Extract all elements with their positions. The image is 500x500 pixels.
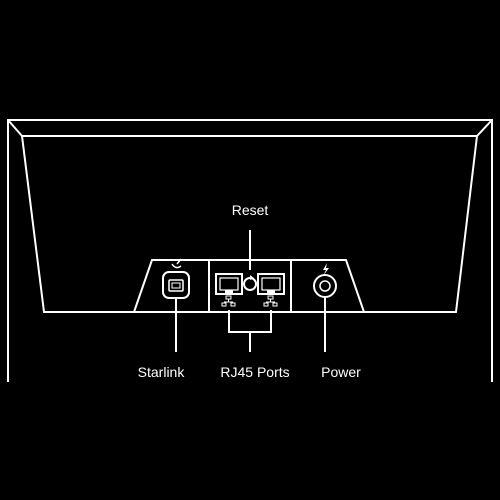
rj45-port-left	[215, 273, 243, 295]
reset-label: Reset	[232, 202, 269, 218]
device-outer-outline	[7, 119, 493, 382]
bevel-line-left	[7, 119, 23, 137]
network-icon-left	[221, 295, 236, 307]
power-label: Power	[321, 364, 361, 380]
rj45-port-right	[257, 273, 285, 295]
rj45-callout-bracket	[228, 310, 272, 352]
starlink-port	[162, 271, 190, 299]
bevel-line-right	[476, 119, 493, 137]
network-icon-right	[263, 295, 278, 307]
starlink-label: Starlink	[138, 364, 186, 380]
reset-button-icon	[243, 275, 257, 291]
power-port	[313, 274, 337, 298]
device-inner-outline	[20, 135, 479, 313]
satellite-icon	[171, 258, 182, 269]
rj45-ports-label: RJ45 Ports	[220, 364, 289, 380]
lightning-bolt-icon	[323, 263, 329, 276]
